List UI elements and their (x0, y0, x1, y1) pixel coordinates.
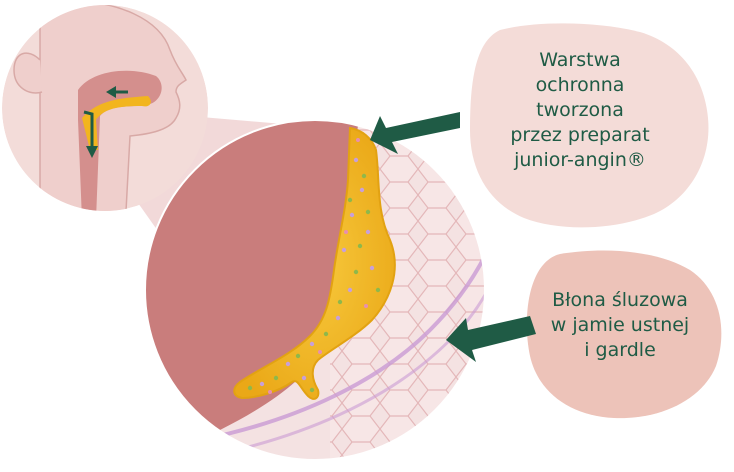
mucosa-label: Błona śluzowa w jamie ustnej i gardle (550, 289, 690, 361)
arrow-to-protective-layer (370, 112, 460, 154)
head-illustration (2, 5, 208, 211)
label-bubble-mucosa (526, 250, 722, 419)
magnified-tissue (145, 120, 485, 460)
protective-gel-layer (233, 126, 396, 400)
arrow-to-mucosa (446, 316, 536, 362)
head-gel-coating (82, 96, 151, 150)
gel-particles (259, 157, 375, 387)
label-bubble-protective-layer (470, 23, 709, 228)
throat-cavity (145, 120, 360, 460)
protective-layer-label: Warstwa ochronna tworzona przez preparat… (510, 49, 650, 171)
